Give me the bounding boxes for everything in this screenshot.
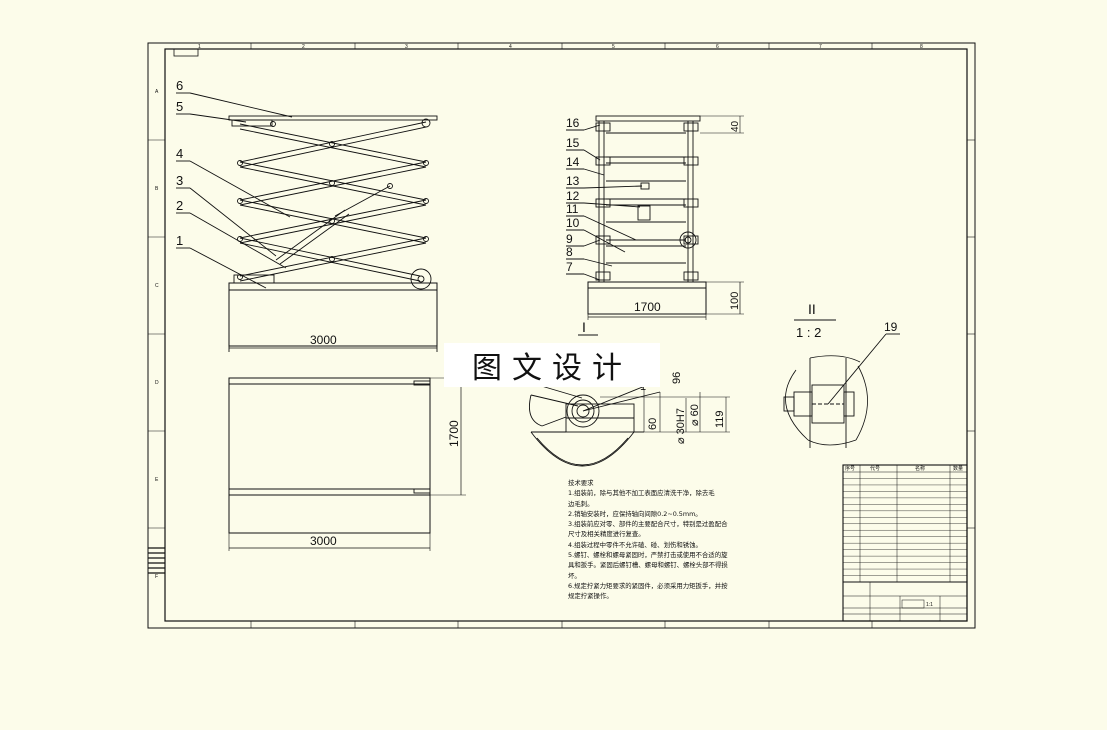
part-number: 2 (176, 198, 183, 213)
note-line: 2.销轴安装时，应保持轴向间隙0.2~0.5mm。 (568, 509, 702, 518)
leader-number: 1 (640, 381, 646, 393)
zone-ticks (148, 43, 975, 628)
part-number: 11 (566, 202, 579, 216)
dimension-label: ⌀ 30H7 (675, 408, 687, 444)
dimension-label: 100 (729, 292, 741, 310)
zone-mark: D (155, 380, 159, 386)
note-line: 4.组装过程中零件不允许磕、碰、划伤和锈蚀。 (568, 540, 702, 549)
zone-mark: B (155, 186, 159, 192)
note-line: 尺寸及相关精度进行复查。 (568, 530, 645, 539)
dimension-label: 1700 (634, 300, 661, 314)
detail-I-labels: I 1 60 ⌀ 30H7 96 ⌀ 60 119 (582, 319, 726, 444)
header-cell: 数量 (953, 465, 963, 472)
dimension-label: 3000 (310, 333, 337, 347)
section-II (783, 319, 900, 448)
part-number: 8 (566, 245, 573, 259)
top-view (228, 377, 466, 551)
dimension-label: ⌀ 60 (689, 404, 701, 426)
zone-mark: 4 (509, 44, 512, 50)
detail-I (528, 334, 730, 467)
part-number: 13 (566, 174, 580, 188)
dimension-label: 60 (647, 418, 659, 430)
part-number: 1 (176, 233, 183, 248)
zone-mark: 3 (405, 44, 408, 50)
zone-mark: 5 (612, 44, 615, 50)
zone-mark: F (155, 574, 158, 580)
part-number: 14 (566, 155, 580, 169)
scale-cell: 1:1 (926, 602, 933, 608)
side-view (176, 92, 438, 352)
zone-mark: 2 (302, 44, 305, 50)
dimension-label: 119 (714, 410, 726, 428)
notes-heading: 技术要求 (568, 479, 594, 487)
note-line: 5.螺钉、螺栓和螺母紧固时，严禁打击或使用不合适的旋 (568, 551, 728, 560)
dimension-label: 1700 (447, 420, 461, 447)
part-number: 6 (176, 78, 183, 93)
zone-mark: C (155, 283, 159, 289)
part-number: 10 (566, 216, 580, 230)
part-number: 7 (566, 260, 573, 274)
dimension-label: 40 (730, 120, 741, 132)
part-number: 15 (566, 136, 580, 150)
technical-notes: 技术要求 1.组装前，除与其他不加工表面应清洗干净，除去毛 边毛刺。 2.销轴安… (568, 478, 758, 602)
note-line: 具和扳手。紧固后螺钉槽、螺母和螺钉、螺栓头部不得损 (568, 561, 728, 570)
dimension-label: 96 (671, 372, 683, 384)
section-II-labels: II 1 : 2 19 (796, 301, 898, 340)
part-number: 9 (566, 232, 573, 246)
note-line: 规定拧紧操作。 (568, 592, 613, 601)
part-number: 19 (884, 320, 898, 334)
binding-strip (148, 547, 165, 574)
detail-title: I (582, 319, 586, 335)
note-line: 3.组装前应对零、部件的主要配合尺寸，特别是过盈配合 (568, 520, 728, 529)
zone-mark: 6 (716, 44, 719, 50)
header-cell: 序号 (845, 465, 855, 472)
watermark: 图文设计 (444, 343, 660, 387)
zone-mark: 1 (198, 44, 201, 50)
section-title: II (808, 301, 816, 317)
top-view-labels: 1700 3000 (310, 420, 461, 548)
zone-mark: 8 (920, 44, 923, 50)
zone-labels-top: 1 2 3 4 5 6 7 8 A B C D E F (155, 44, 923, 580)
zone-mark: E (155, 477, 159, 483)
note-line: 1.组装前，除与其他不加工表面应清洗干净，除去毛 (568, 489, 715, 498)
note-line: 边毛刺。 (568, 499, 594, 508)
header-cell: 名称 (915, 465, 925, 472)
note-line: 6.规定拧紧力矩要求的紧固件，必须采用力矩扳手，并按 (568, 581, 728, 590)
header-cell: 代号 (870, 465, 880, 472)
side-view-labels: 6 5 4 3 2 1 3000 (176, 78, 337, 347)
parts-list-rows (843, 478, 967, 576)
part-number: 3 (176, 173, 183, 188)
note-line: 坏。 (568, 571, 581, 580)
sheet-border (147, 42, 976, 629)
dimension-label: 3000 (310, 534, 337, 548)
part-number: 4 (176, 146, 183, 161)
zone-mark: 7 (819, 44, 822, 50)
section-scale: 1 : 2 (796, 325, 821, 340)
zone-mark: A (155, 89, 159, 95)
part-number: 16 (566, 116, 580, 130)
end-view (566, 115, 744, 320)
part-number: 12 (566, 189, 580, 203)
title-block-header: 序号 代号 名称 数量 1:1 (845, 465, 963, 608)
end-view-labels: 16 15 14 13 12 11 10 9 8 7 1700 100 40 (566, 116, 741, 314)
part-number: 5 (176, 99, 183, 114)
